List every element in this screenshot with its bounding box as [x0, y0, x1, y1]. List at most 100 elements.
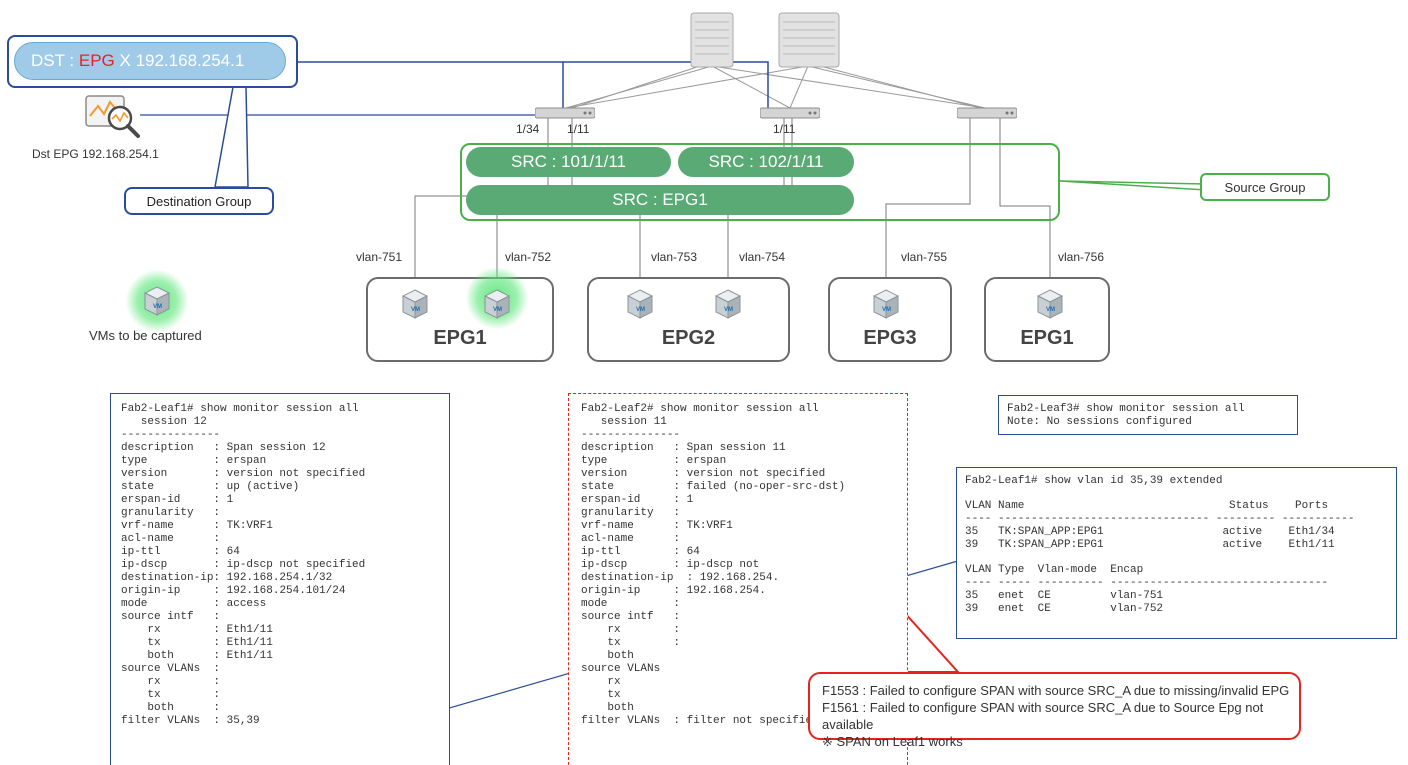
leaf1-cli-row: ip-dscp : ip-dscp not specified [121, 559, 449, 572]
cli-key: both [581, 702, 634, 714]
cli-key: erspan-id [581, 494, 641, 506]
leaf1-cli-panel: Fab2-Leaf1# show monitor session all ses… [110, 393, 450, 765]
leaf2-cli-row: rx [581, 676, 907, 689]
cli-key: rx [581, 624, 621, 636]
cli-key: version [581, 468, 628, 480]
cli-key: vrf-name [581, 520, 634, 532]
leaf2-cli-prompt: Fab2-Leaf2# show monitor session all [581, 403, 819, 415]
leaf1-cli-row: destination-ip: 192.168.254.1/32 [121, 572, 449, 585]
leaf2-cli-row: source VLANs [581, 663, 907, 676]
leaf1-cli-separator: --------------- [121, 429, 221, 441]
vlan-label-755: vlan-755 [901, 250, 948, 264]
leaf1-cli-row: vrf-name : TK:VRF1 [121, 520, 449, 533]
leaf3-cli-panel: Fab2-Leaf3# show monitor session all Not… [998, 395, 1298, 435]
cli-key: description [121, 442, 194, 454]
vlan-cli-header2: VLAN Type Vlan-mode Encap [965, 564, 1144, 576]
leaf-switch-1 [534, 106, 596, 119]
leaf2-cli-row: ip-dscp : ip-dscp not [581, 559, 907, 572]
cli-value: : Eth1/11 [160, 624, 273, 636]
epg-box-3: EPG3 [828, 277, 952, 362]
port-label-leaf1-b: 1/11 [567, 122, 590, 136]
leaf1-cli-row: source VLANs : [121, 663, 449, 676]
svg-text:VM: VM [882, 307, 891, 313]
vlan-cli-sep2: ---- ----- ---------- ------------------… [965, 577, 1329, 589]
cli-key: both [581, 650, 634, 662]
cli-value: : [160, 689, 221, 701]
leaf2-cli-session: session 11 [581, 416, 667, 428]
epg-box-2: EPG2 [587, 277, 790, 362]
cli-key: source intf [581, 611, 654, 623]
cli-value: : version not specified [167, 468, 366, 480]
leaf2-cli-separator: --------------- [581, 429, 681, 441]
leaf2-cli-row: mode : [581, 598, 907, 611]
cli-key: mode [581, 598, 608, 610]
cli-key: type [121, 455, 148, 467]
leaf2-cli-row: type : erspan [581, 455, 907, 468]
cli-key: source intf [121, 611, 194, 623]
leaf1-cli-row: mode : access [121, 598, 449, 611]
cli-value: : access [147, 598, 267, 610]
cli-value: : ip-dscp not [627, 559, 760, 571]
leaf2-cli-row: tx [581, 689, 907, 702]
cli-value: : failed (no-oper-src-dst) [614, 481, 846, 493]
leaf2-cli-row: tx : [581, 637, 907, 650]
vlan-label-756: vlan-756 [1058, 250, 1105, 264]
cli-value: : 192.168.254. [673, 572, 780, 584]
cli-value: : Span session 11 [653, 442, 786, 454]
fault-note-leaf1: ※ SPAN on Leaf1 works [822, 734, 963, 749]
cli-value: : 1 [640, 494, 694, 506]
cli-key: version [121, 468, 168, 480]
svg-text:VM: VM [1046, 307, 1055, 313]
fault-line-f1553: F1553 : Failed to configure SPAN with so… [822, 683, 1290, 698]
cli-key: origin-ip [121, 585, 181, 597]
leaf-switch-2 [759, 106, 821, 119]
cli-key: vrf-name [121, 520, 174, 532]
source-pill-102-label: SRC : 102/1/11 [708, 152, 824, 171]
legend-vm-icon: VM [143, 286, 171, 316]
vlan-label-752: vlan-752 [505, 250, 552, 264]
epg-label-1: EPG1 [433, 327, 487, 349]
fault-line-f1561: F1561 : Failed to configure SPAN with so… [822, 700, 1264, 732]
leaf1-cli-row: type : erspan [121, 455, 449, 468]
cli-value: : [607, 598, 681, 610]
cli-value: : [173, 702, 221, 714]
cli-key: acl-name [581, 533, 634, 545]
destination-group-callout: Destination Group [124, 187, 274, 215]
cli-value: : [200, 663, 221, 675]
vlan-cli-encap-39: 39 enet CE vlan-752 [965, 603, 1164, 615]
vm-icon-5: VM [872, 289, 900, 319]
leaf1-cli-row: rx : [121, 676, 449, 689]
cli-value: : TK:VRF1 [633, 520, 733, 532]
svg-text:VM: VM [493, 307, 502, 313]
leaf1-cli-row: description : Span session 12 [121, 442, 449, 455]
cli-key: ip-ttl [121, 546, 161, 558]
leaf2-cli-row: source intf : [581, 611, 907, 624]
svg-text:VM: VM [153, 304, 162, 310]
vm-icon-6: VM [1036, 289, 1064, 319]
cli-key: filter VLANs [121, 715, 201, 727]
cli-value: : Eth1/11 [173, 650, 273, 662]
cli-value: : 192.168.254.1/32 [213, 572, 333, 584]
cli-value: : version not specified [627, 468, 826, 480]
cli-key: both [121, 650, 174, 662]
vlan-cli-header1: VLAN Name Status Ports [965, 500, 1329, 512]
leaf2-cli-row: both [581, 650, 907, 663]
cli-value: : filter not specified [660, 715, 819, 727]
cli-key: granularity [581, 507, 654, 519]
vm-icon-1: VM [401, 289, 429, 319]
leaf2-cli-row: acl-name : [581, 533, 907, 546]
vlan-cli-encap-35: 35 enet CE vlan-751 [965, 590, 1164, 602]
svg-text:VM: VM [636, 307, 645, 313]
cli-key: rx [121, 624, 161, 636]
cli-value: : Span session 12 [193, 442, 326, 454]
cli-key: granularity [121, 507, 194, 519]
leaf1-cli-row: granularity : [121, 507, 449, 520]
epg-label-2: EPG2 [661, 327, 716, 349]
cli-key: ip-dscp [581, 559, 628, 571]
cli-key: rx [121, 676, 161, 688]
cli-key: tx [581, 689, 621, 701]
leaf2-cli-row: vrf-name : TK:VRF1 [581, 520, 907, 533]
cli-value: : 64 [620, 546, 700, 558]
vlan-label-754: vlan-754 [739, 250, 786, 264]
